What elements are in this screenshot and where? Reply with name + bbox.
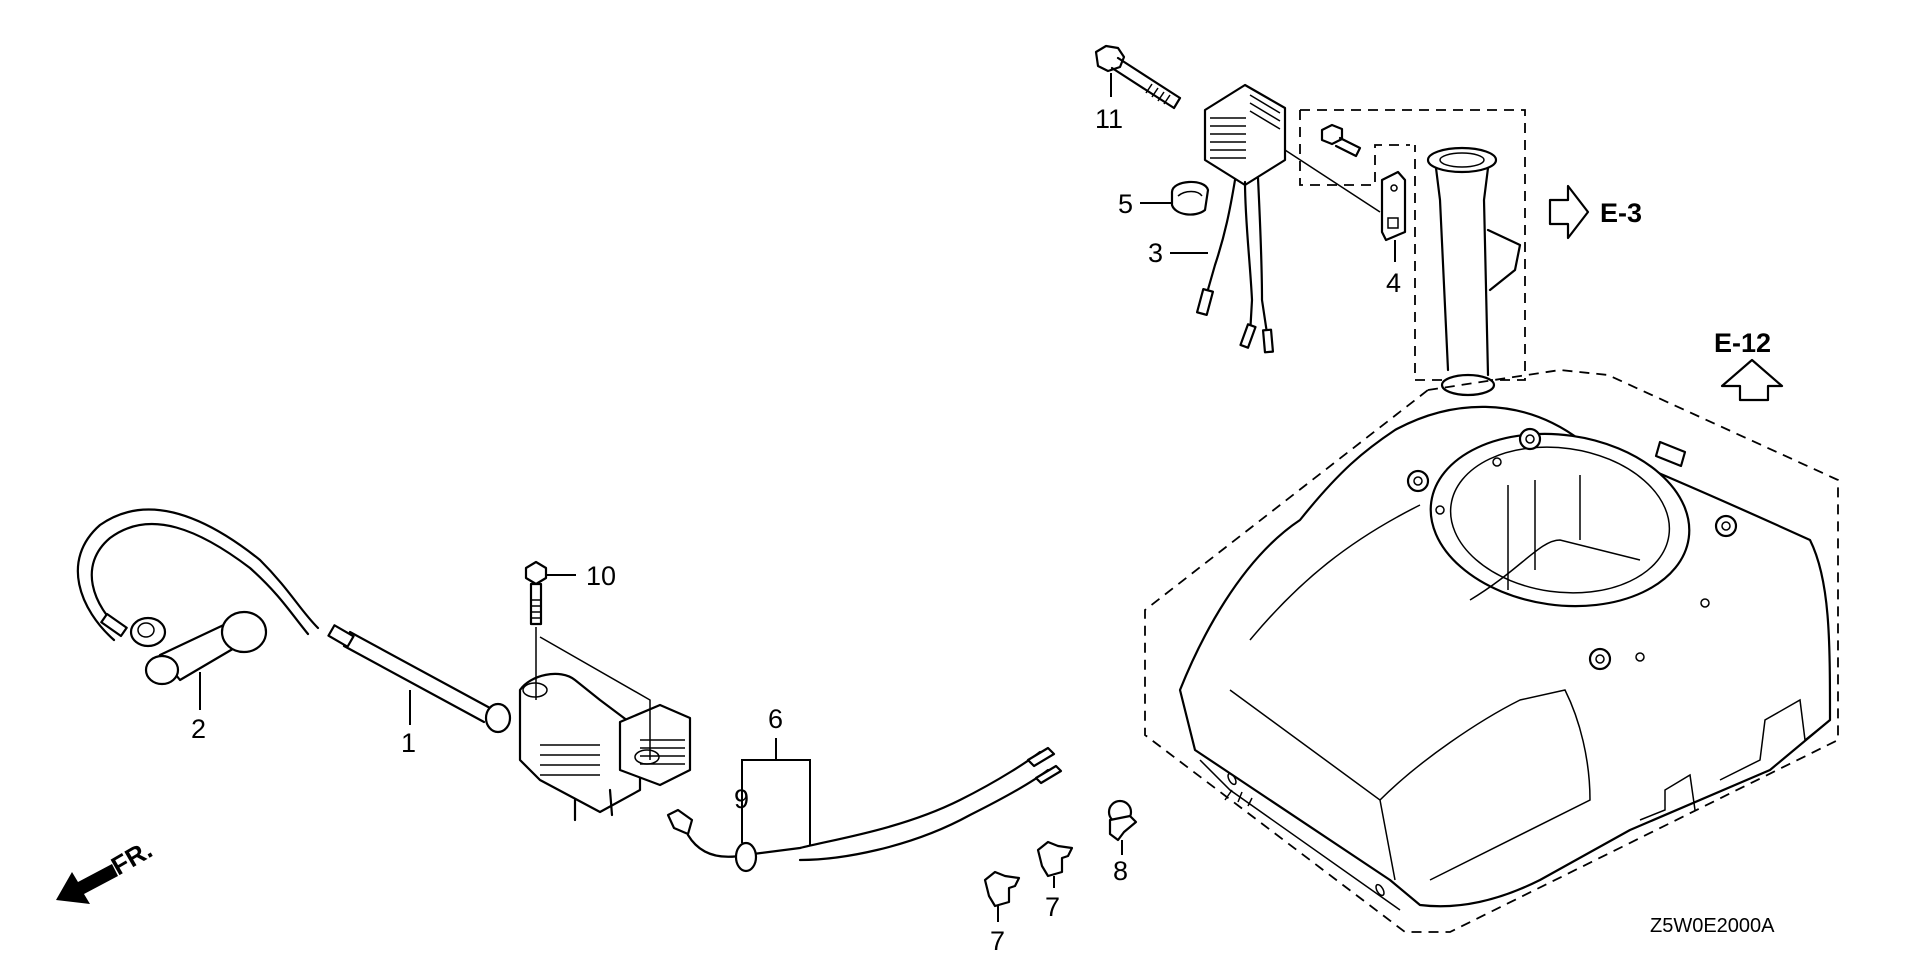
wire-clip-b-part[interactable] <box>1036 840 1074 878</box>
callout-4: 4 <box>1386 268 1401 298</box>
callout-2: 2 <box>191 714 206 744</box>
callout-11: 11 <box>1095 104 1123 134</box>
cross-reference-e3[interactable]: E-3 <box>1548 184 1642 240</box>
callout-9: 9 <box>734 784 749 814</box>
front-direction-indicator: FR. <box>56 834 157 904</box>
reference-label-e12: E-12 <box>1714 328 1771 358</box>
callout-7a: 7 <box>990 926 1005 956</box>
wire-clip-a-part[interactable] <box>983 870 1021 908</box>
callout-8: 8 <box>1113 856 1128 886</box>
wire-clamp-part[interactable] <box>1170 180 1210 216</box>
reference-label-e3: E-3 <box>1600 198 1642 228</box>
callout-10: 10 <box>586 561 616 591</box>
diagram-code: Z5W0E2000A <box>1650 915 1775 937</box>
oil-filler-tube-part[interactable] <box>1426 146 1522 397</box>
spark-plug-cap-part[interactable] <box>129 610 268 686</box>
callout-7b: 7 <box>1045 892 1060 922</box>
cross-reference-e12[interactable]: E-12 <box>1714 328 1784 402</box>
callout-5: 5 <box>1118 189 1133 219</box>
callout-3: 3 <box>1148 238 1163 268</box>
ignition-coil-part[interactable] <box>327 624 692 822</box>
bracket-plate-part[interactable] <box>1380 170 1407 242</box>
callout-6: 6 <box>768 704 783 734</box>
shroud-dashed-outline <box>1144 369 1839 933</box>
wire-clip-c-part[interactable] <box>1107 799 1138 842</box>
flange-bolt-coil-part[interactable] <box>524 560 548 626</box>
arrow-right-icon <box>1548 184 1590 240</box>
arrow-front-icon <box>56 864 118 904</box>
stop-switch-wire-part[interactable] <box>666 746 1063 873</box>
fan-cover-part[interactable] <box>1178 405 1832 911</box>
high-tension-lead <box>76 508 320 642</box>
regulator-rectifier-part[interactable] <box>1195 83 1287 354</box>
arrow-up-icon <box>1720 358 1784 402</box>
flange-bolt-regulator-part[interactable] <box>1094 44 1182 110</box>
small-bolt-part[interactable] <box>1320 123 1362 158</box>
callout-1: 1 <box>401 728 416 758</box>
